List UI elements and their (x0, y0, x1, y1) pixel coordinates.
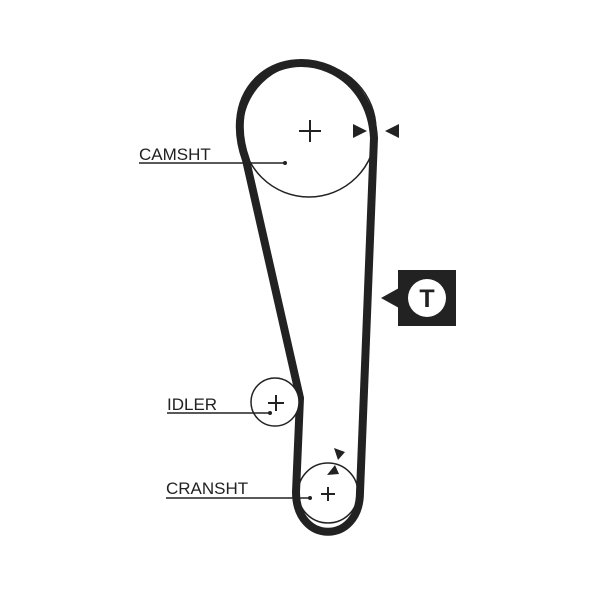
idler-leader-dot (268, 411, 272, 415)
crank-timing-mark-arrow-icon-lower (327, 465, 339, 475)
cam-timing-mark-arrow-icon (353, 124, 367, 138)
cam-timing-mark-arrow-icon-right (385, 124, 399, 138)
crankshaft-center-plus-icon (321, 487, 335, 501)
camshaft-pulley (241, 62, 377, 198)
timing-belt (235, 59, 378, 536)
tensioner-icon: T (381, 270, 456, 326)
crank-timing-mark-arrow-icon (334, 448, 345, 460)
camshaft-center-plus-icon (299, 120, 321, 142)
crankshaft-leader-dot (308, 496, 312, 500)
idler-center-plus-icon (268, 395, 284, 411)
camshaft-leader-dot (283, 161, 287, 165)
crankshaft-pulley (297, 462, 359, 524)
idler-label: IDLER (167, 395, 217, 414)
camshaft-label: CAMSHT (139, 145, 211, 164)
tensioner-letter: T (419, 285, 434, 313)
crankshaft-label: CRANSHT (166, 479, 248, 498)
